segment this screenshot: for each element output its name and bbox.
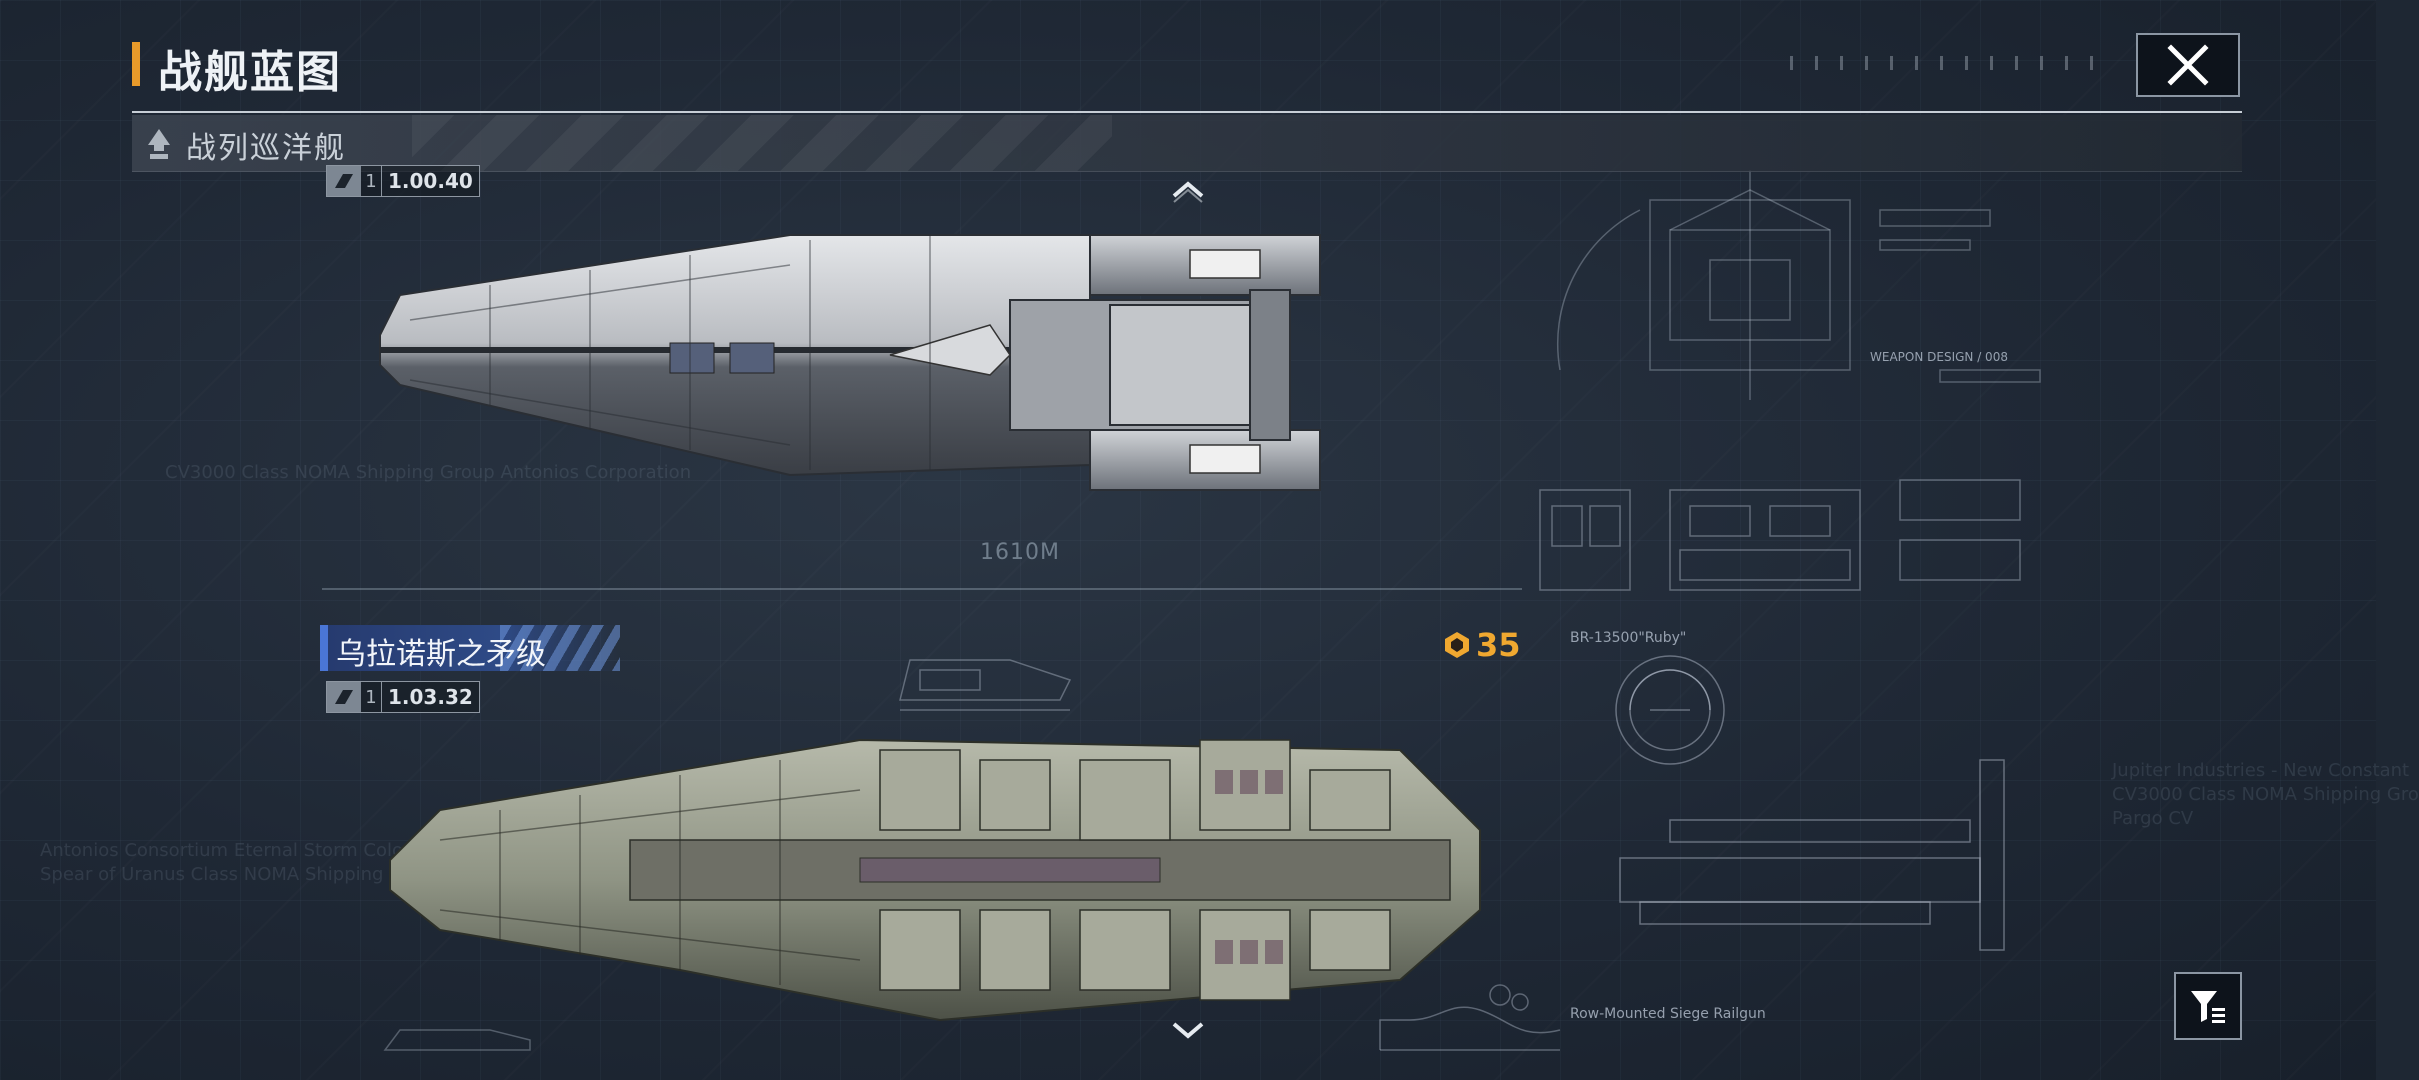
header-tick (1815, 56, 1818, 70)
ship-card[interactable]: 1 1.00.40 (320, 115, 1520, 585)
version-tier: 1 (361, 166, 382, 196)
power-icon (1445, 632, 1469, 658)
header-divider (132, 111, 2242, 113)
version-tag: 1 1.00.40 (326, 165, 480, 197)
header-tick (1915, 56, 1918, 70)
blueprint-schematic-mid (1539, 479, 2021, 591)
faint-caption: Pargo CV (2112, 808, 2194, 829)
blueprint-schematic-top (1557, 170, 2041, 400)
chevron-down-icon (1172, 1022, 1204, 1039)
faint-caption: Antonios Consortium Eternal Storm Colos (40, 840, 413, 861)
scroll-up-button[interactable] (1168, 176, 1208, 204)
blueprint-radar-schematic (1615, 655, 2005, 951)
version-icon (327, 682, 361, 712)
ship-model-2 (389, 738, 1481, 1022)
header-tick (1890, 56, 1893, 70)
faint-caption: CV3000 Class NOMA Shipping Gro (2112, 784, 2419, 805)
close-button[interactable] (2136, 33, 2240, 97)
blueprint-wave-schematic (1379, 984, 1561, 1051)
title-accent-bar (132, 42, 140, 86)
weapon-design-label: WEAPON DESIGN / 008 (1870, 350, 2008, 364)
scale-ruler (322, 588, 1522, 590)
category-label: 战列巡洋舰 (186, 131, 346, 166)
version-icon (327, 166, 361, 196)
railgun-label: Row-Mounted Siege Railgun (1570, 1006, 1766, 1022)
blueprint-side-schematic (899, 659, 1072, 711)
header-tick (2040, 56, 2043, 70)
page-title: 战舰蓝图 (158, 47, 342, 98)
command-power-badge: 35 (1442, 626, 1521, 664)
header-tick (2015, 56, 2018, 70)
ship-class-icon (148, 129, 170, 159)
blueprint-mini-ship (383, 1029, 531, 1051)
filter-button[interactable] (2174, 972, 2242, 1040)
version-tier: 1 (361, 682, 382, 712)
ship-card[interactable]: 乌拉诺斯之矛级 1 1.03.32 (320, 625, 1520, 1045)
header-tick (1840, 56, 1843, 70)
header-tick (2065, 56, 2068, 70)
power-value: 35 (1476, 626, 1521, 664)
version-tag: 1 1.03.32 (326, 681, 480, 713)
header-tick (1965, 56, 1968, 70)
ship-name: 乌拉诺斯之矛级 (336, 637, 546, 672)
faint-caption: Jupiter Industries - New Constant (2112, 760, 2410, 781)
category-bar-stripes (412, 115, 1112, 171)
ship-category-bar[interactable]: 战列巡洋舰 (132, 115, 2242, 172)
name-plate-stripe (500, 625, 620, 671)
close-icon (2167, 44, 2209, 86)
header-tick (1790, 56, 1793, 70)
ruby-label: BR-13500"Ruby" (1570, 630, 1687, 646)
header-tick (2090, 56, 2093, 70)
scroll-down-button[interactable] (1168, 1016, 1208, 1044)
chevron-up-icon (1172, 181, 1204, 203)
faint-caption: Spear of Uranus Class NOMA Shipping Grou… (40, 864, 444, 885)
header-tick (1990, 56, 1993, 70)
header-tick (1940, 56, 1943, 70)
scale-label: 1610M (980, 540, 1060, 565)
ship-model-1 (379, 234, 1321, 491)
faint-caption: CV3000 Class NOMA Shipping Group Antonio… (165, 462, 692, 483)
version-number: 1.03.32 (388, 685, 473, 709)
filter-icon (2191, 991, 2225, 1023)
header-tick (1865, 56, 1868, 70)
ship-name-plate: 乌拉诺斯之矛级 (320, 625, 620, 672)
version-number: 1.00.40 (388, 169, 473, 193)
